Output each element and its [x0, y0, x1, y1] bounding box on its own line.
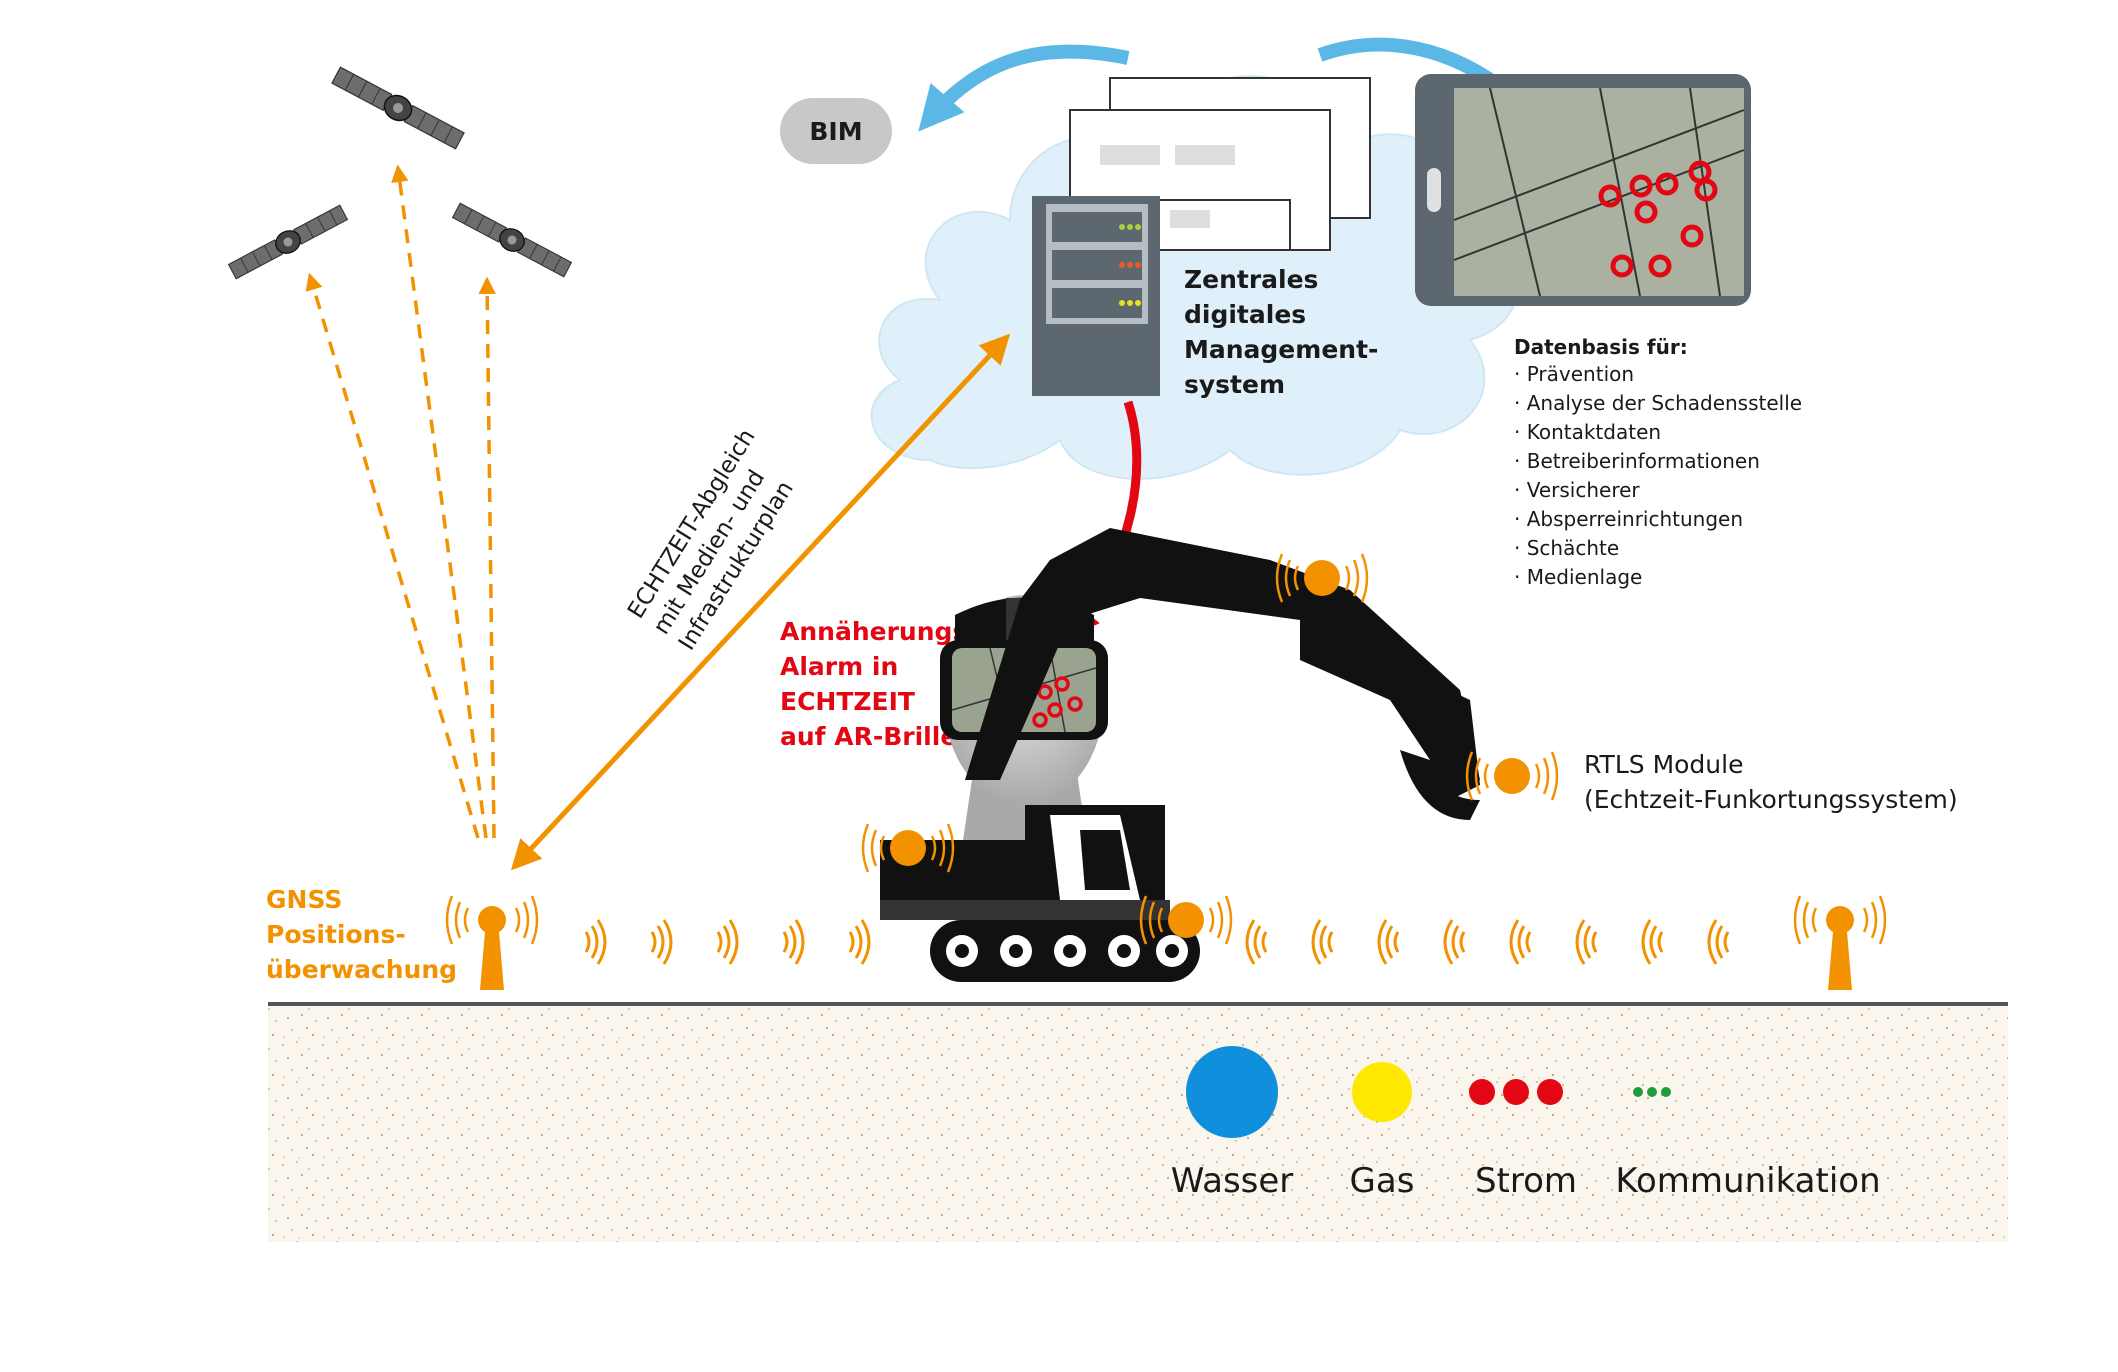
list-item: · Prävention [1514, 362, 1634, 386]
cloud-to-bim-arrow [918, 44, 1130, 132]
gnss-antenna-left [445, 894, 539, 990]
document-stack-icon [1069, 77, 1371, 251]
bim-badge: BIM [780, 98, 892, 164]
satellite-icon [226, 202, 350, 282]
map-markers [1598, 160, 1718, 278]
soil-area [268, 1006, 2008, 1242]
gas-symbol [1352, 1062, 1412, 1122]
rtls-module [1139, 894, 1233, 946]
rtls-label: RTLS Module (Echtzeit-Funkortungssystem) [1584, 750, 1958, 814]
datenbasis-list: · Prävention · Analyse der Schadensstell… [1514, 362, 1802, 589]
list-item: · Absperreinrichtungen [1514, 507, 1743, 531]
bim-label: BIM [809, 117, 862, 146]
tablet-icon [1415, 74, 1751, 306]
list-item: · Analyse der Schadensstelle [1514, 391, 1802, 415]
legend-label-kommunikation: Kommunikation [1615, 1161, 1880, 1201]
kommunikation-symbol [1633, 1087, 1671, 1097]
list-item: · Kontaktdaten [1514, 420, 1661, 444]
gnss-label: GNSS Positions- überwachung [266, 885, 457, 984]
server-icon [1032, 196, 1160, 396]
utility-legend: Wasser Gas Strom Kommunikation [1171, 1046, 1881, 1201]
satellite-icon [329, 63, 467, 153]
excavator-icon [880, 528, 1480, 982]
rtls-module-markers [861, 552, 1559, 946]
rtls-module [1275, 552, 1369, 604]
rtls-module [861, 822, 955, 874]
list-item: · Versicherer [1514, 478, 1640, 502]
legend-label-wasser: Wasser [1171, 1161, 1294, 1201]
satellite-icon [450, 200, 574, 280]
legend-label-gas: Gas [1350, 1161, 1415, 1201]
gnss-antenna-right [1793, 894, 1887, 990]
list-item: · Schächte [1514, 536, 1619, 560]
datenbasis-title: Datenbasis für: [1514, 335, 1688, 359]
wasser-symbol [1186, 1046, 1278, 1138]
legend-label-strom: Strom [1475, 1161, 1577, 1201]
gnss-signal-arrows [305, 164, 496, 839]
rtls-module [1465, 750, 1559, 802]
strom-symbol [1469, 1079, 1563, 1105]
list-item: · Betreiberinformationen [1514, 449, 1760, 473]
list-item: · Medienlage [1514, 565, 1642, 589]
echtzeit-sync-arrow [510, 333, 1011, 871]
alarm-label: Annäherungs- Alarm in ECHTZEIT auf AR-Br… [780, 617, 986, 751]
management-label: Zentrales digitales Management- system [1184, 265, 1387, 399]
